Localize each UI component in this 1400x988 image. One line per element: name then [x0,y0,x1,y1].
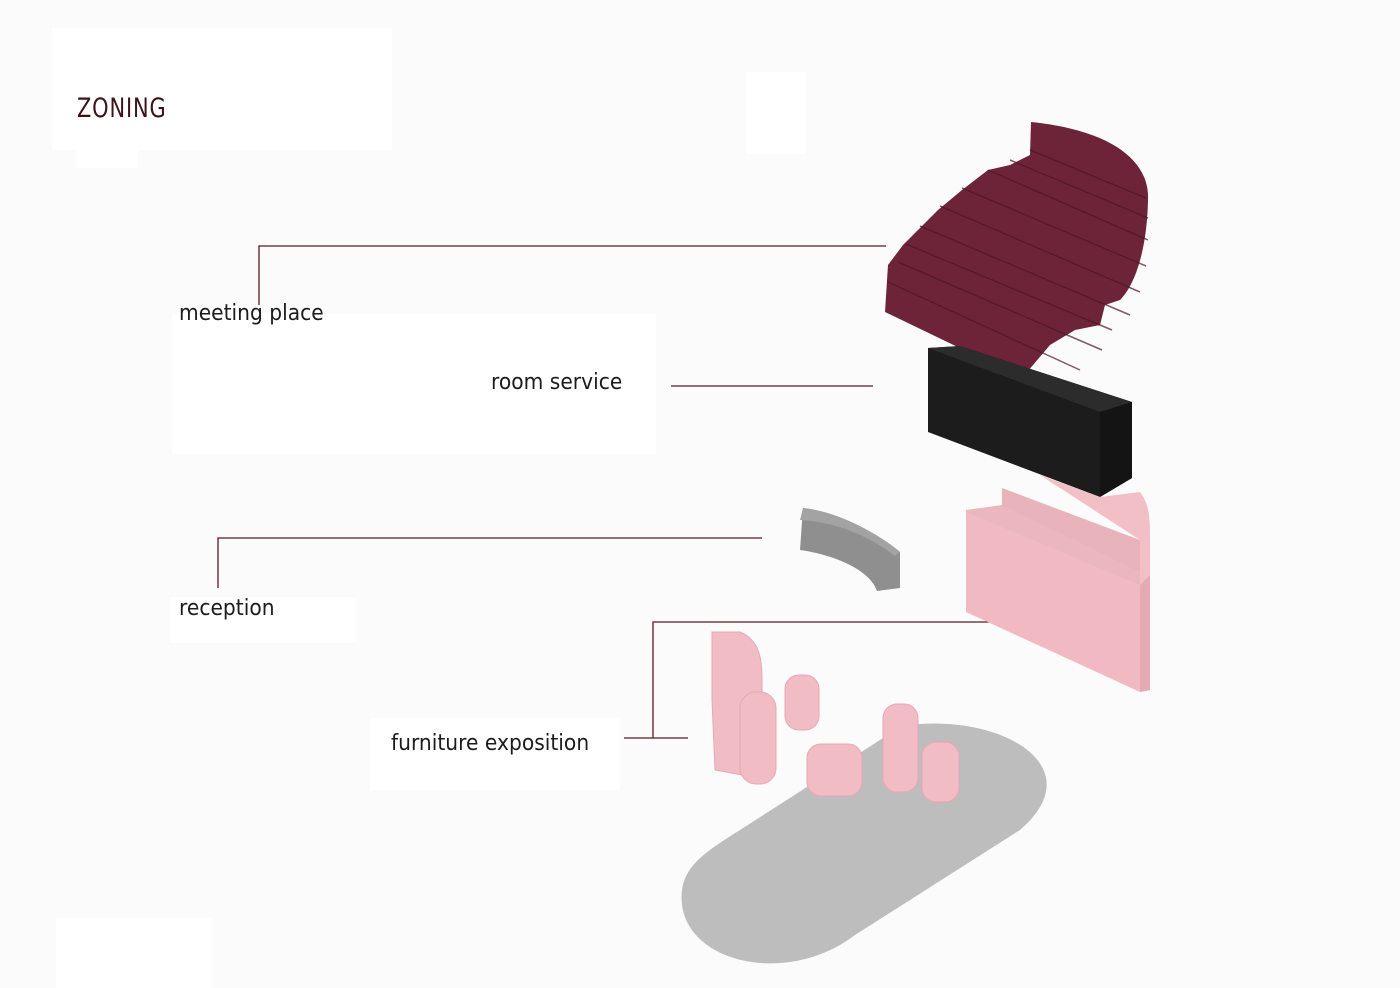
reception-label-panel [170,597,356,643]
furniture-pillar [882,703,919,793]
furniture-side-block [921,741,960,803]
leader-meeting-place [258,245,886,305]
furniture-small-stool [784,674,820,731]
meeting-label-panel [172,314,656,454]
room-service-block [928,346,1132,497]
zone-label-meeting-place: meeting place [179,301,324,326]
zone-label-room-service: room service [491,370,623,395]
furniture-cube-seat [806,743,863,797]
furniture-label-panel [370,718,620,790]
corner-panel [56,918,212,988]
furniture-pieces [711,631,960,803]
reception-desk-block [966,475,1150,692]
zone-label-furniture-exposition: furniture exposition [391,731,590,756]
leader-furniture-exposition [624,621,1020,739]
title-panel [52,28,392,150]
leader-reception [217,537,762,588]
reception-block [800,508,900,591]
blank-panel [746,72,806,154]
meeting-place-block [885,122,1149,378]
furniture-tall-cylinder [739,691,777,785]
title-panel-tab [76,150,138,168]
page-title: ZONING [77,93,167,124]
zone-label-reception: reception [179,596,275,621]
